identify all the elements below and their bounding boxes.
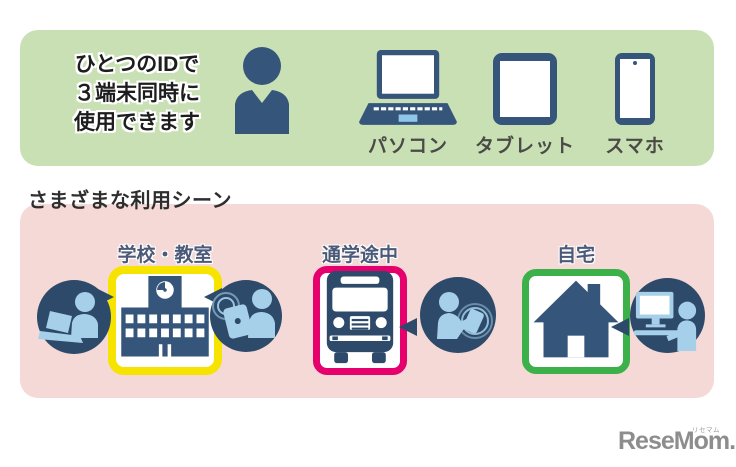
top-panel: ひとつのIDで ３端末同時に 使用できます bbox=[20, 30, 714, 166]
school-icon bbox=[121, 276, 209, 365]
laptop-icon bbox=[356, 46, 460, 126]
house-icon bbox=[533, 279, 619, 364]
intro-text: ひとつのIDで ３端末同時に 使用できます bbox=[56, 50, 218, 137]
scene-home-label: 自宅 bbox=[556, 245, 595, 266]
scene-school-label: 学校・教室 bbox=[117, 245, 213, 266]
speech-tail bbox=[399, 318, 417, 336]
resemom-logo: リセマム ReseMom. bbox=[618, 427, 736, 455]
student-with-smartphone-icon bbox=[420, 277, 496, 353]
student-with-desktop-icon bbox=[630, 278, 705, 353]
intro-line-2: ３端末同時に bbox=[74, 82, 200, 105]
logo-text: ReseMom. bbox=[618, 427, 736, 455]
intro-line-3: 使用できます bbox=[74, 111, 200, 134]
bus-icon bbox=[322, 271, 398, 370]
tablet-label: タブレット bbox=[475, 136, 576, 157]
person-icon bbox=[228, 46, 296, 134]
intro-line-1: ひとつのIDで bbox=[74, 53, 200, 76]
speech-tail bbox=[611, 318, 629, 336]
scene-bus-label: 通学途中 bbox=[321, 245, 398, 266]
smartphone-icon bbox=[613, 46, 657, 126]
scene-bus-frame bbox=[313, 266, 407, 375]
laptop-label: パソコン bbox=[367, 136, 448, 157]
device-laptop: パソコン bbox=[350, 46, 466, 158]
smartphone-label: スマホ bbox=[605, 136, 665, 157]
tablet-icon bbox=[489, 46, 561, 126]
logo-ruby-text: リセマム bbox=[692, 427, 720, 434]
student-with-laptop-icon bbox=[37, 280, 111, 354]
scenes-heading: さまざまな利用シーン bbox=[28, 190, 232, 212]
device-phone: スマホ bbox=[592, 46, 678, 158]
student-with-tablet-icon bbox=[210, 280, 282, 352]
scene-school-frame bbox=[108, 266, 222, 375]
device-tablet: タブレット bbox=[475, 46, 575, 158]
